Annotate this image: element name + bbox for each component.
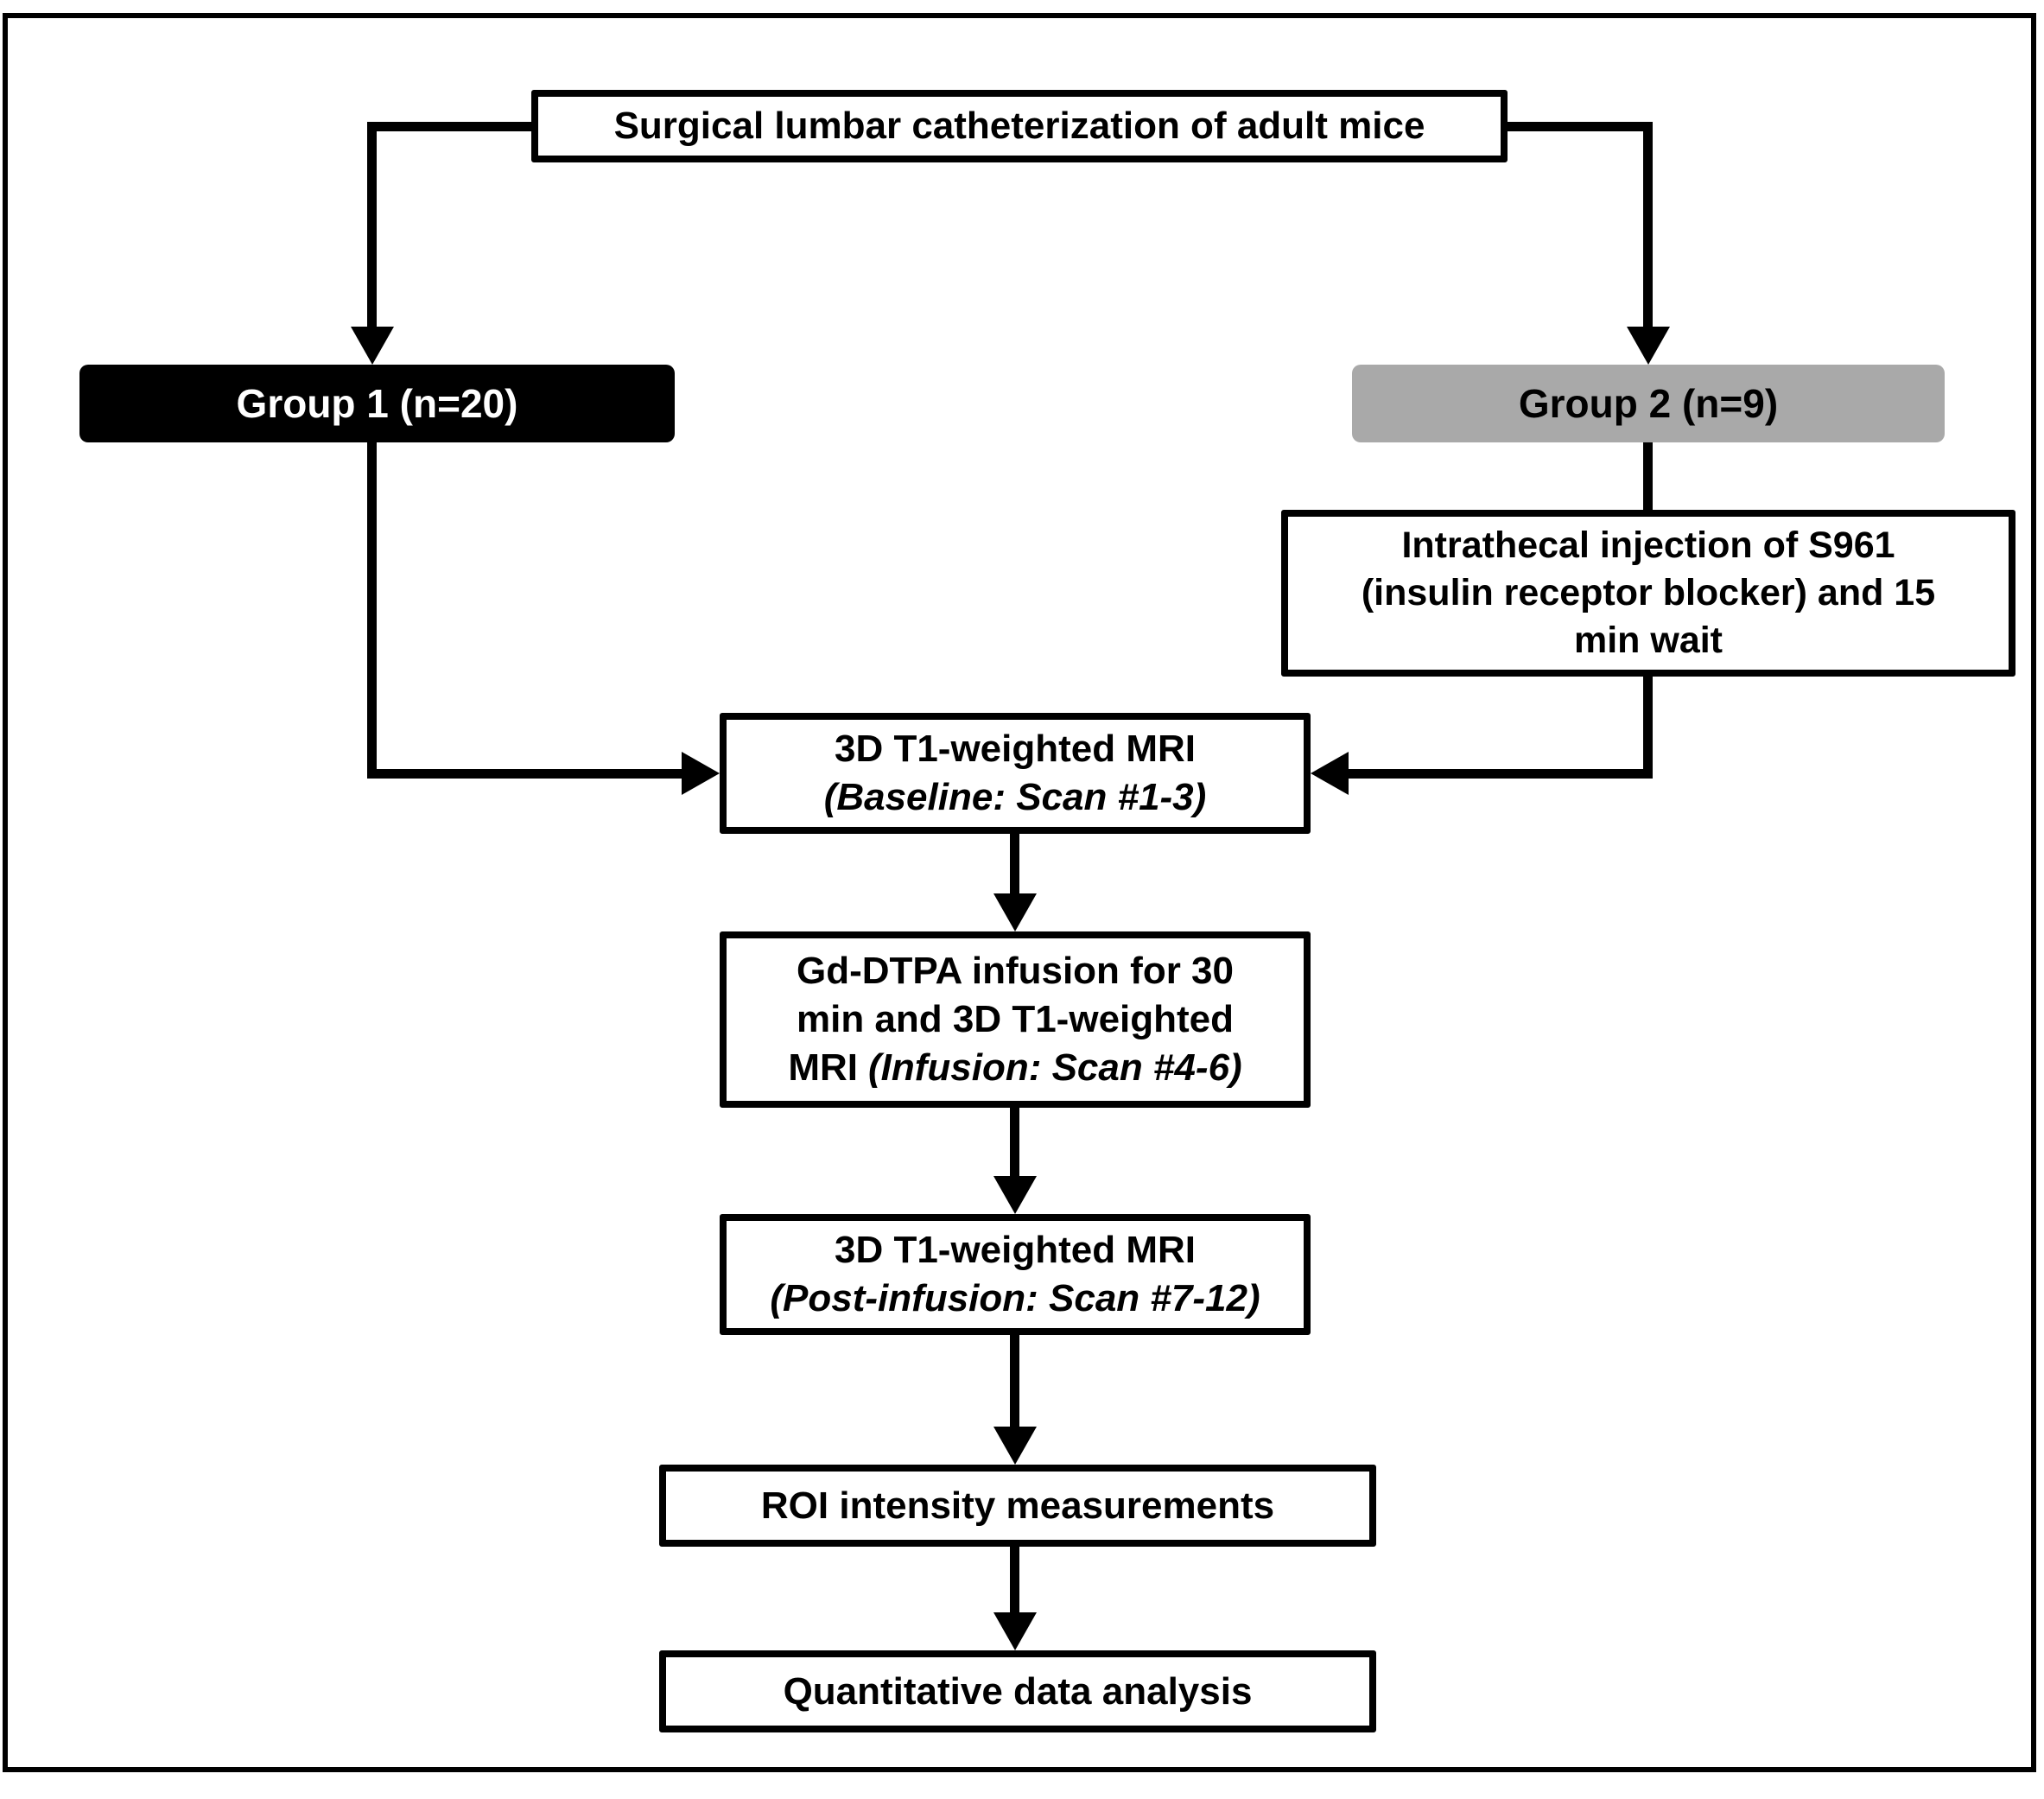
node-label: Group 1 (n=20) bbox=[236, 381, 518, 426]
arrowhead-into-analysis bbox=[993, 1612, 1037, 1650]
node-quantitative-analysis: Quantitative data analysis bbox=[659, 1650, 1376, 1732]
connector-surgery-to-group2-vertical bbox=[1643, 122, 1653, 329]
node-label-line1: 3D T1-weighted MRI bbox=[834, 728, 1197, 771]
node-label-line1: 3D T1-weighted MRI bbox=[834, 1229, 1197, 1272]
arrowhead-into-roi bbox=[993, 1427, 1037, 1465]
node-group-1: Group 1 (n=20) bbox=[79, 365, 675, 442]
node-label: Group 2 (n=9) bbox=[1518, 381, 1779, 426]
node-label: ROI intensity measurements bbox=[760, 1484, 1275, 1527]
arrowhead-into-group2 bbox=[1627, 327, 1670, 365]
node-label-line2: (insulin receptor blocker) and 15 bbox=[1361, 571, 1936, 613]
node-gd-dtpa-infusion: Gd-DTPA infusion for 30 min and 3D T1-we… bbox=[720, 931, 1311, 1108]
figure-border bbox=[3, 13, 2036, 1772]
node-label: Surgical lumbar catheterization of adult… bbox=[613, 105, 1425, 147]
node-roi-measurements: ROI intensity measurements bbox=[659, 1465, 1376, 1547]
node-baseline-mri: 3D T1-weighted MRI (Baseline: Scan #1-3) bbox=[720, 713, 1311, 834]
node-label-line1: Gd-DTPA infusion for 30 bbox=[797, 950, 1234, 993]
connector-surgery-to-group2-horizontal bbox=[1508, 122, 1648, 131]
node-s961-injection: Intrathecal injection of S961 (insulin r… bbox=[1281, 510, 2015, 677]
connector-s961-to-baseline-horizontal bbox=[1349, 769, 1653, 779]
arrowhead-into-group1 bbox=[351, 327, 394, 365]
node-label-line3-italic: (Infusion: Scan #4-6) bbox=[867, 1046, 1242, 1089]
node-group-2: Group 2 (n=9) bbox=[1352, 365, 1945, 442]
node-label-line2: min and 3D T1-weighted bbox=[796, 998, 1235, 1041]
connector-baseline-to-infusion bbox=[1010, 834, 1019, 895]
connector-roi-to-analysis bbox=[1010, 1547, 1019, 1612]
connector-infusion-to-postinfusion bbox=[1010, 1108, 1019, 1176]
connector-group2-to-s961 bbox=[1643, 442, 1653, 510]
connector-group1-to-baseline-vertical bbox=[367, 442, 377, 779]
node-label-line3-regular: MRI bbox=[788, 1046, 858, 1089]
connector-surgery-to-group1-vertical bbox=[367, 122, 377, 329]
node-label-line2: (Post-infusion: Scan #7-12) bbox=[770, 1277, 1260, 1319]
node-label-line3: MRI (Infusion: Scan #4-6) bbox=[788, 1044, 1241, 1092]
connector-group1-to-baseline-horizontal bbox=[367, 769, 682, 779]
node-post-infusion-mri: 3D T1-weighted MRI (Post-infusion: Scan … bbox=[720, 1214, 1311, 1335]
node-label-line2: (Baseline: Scan #1-3) bbox=[823, 776, 1207, 818]
node-surgical-catheterization: Surgical lumbar catheterization of adult… bbox=[531, 90, 1508, 162]
arrowhead-into-baseline-left bbox=[682, 752, 720, 795]
arrowhead-into-baseline-right bbox=[1311, 752, 1349, 795]
node-label-line3: min wait bbox=[1573, 620, 1723, 662]
arrowhead-into-postinfusion bbox=[993, 1176, 1037, 1214]
connector-surgery-to-group1-horizontal bbox=[372, 122, 531, 131]
connector-postinfusion-to-roi bbox=[1010, 1335, 1019, 1427]
node-label: Quantitative data analysis bbox=[783, 1669, 1253, 1713]
connector-s961-to-baseline-vertical bbox=[1643, 677, 1653, 779]
arrowhead-into-infusion bbox=[993, 893, 1037, 931]
node-label-line1: Intrathecal injection of S961 bbox=[1401, 524, 1895, 566]
